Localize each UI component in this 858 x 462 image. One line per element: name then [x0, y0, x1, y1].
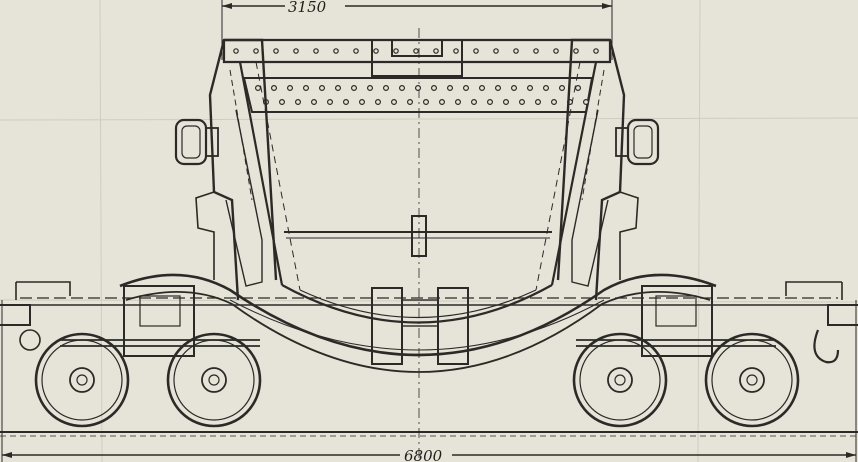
rivet — [313, 48, 319, 54]
rivet — [453, 48, 459, 54]
rivet — [511, 84, 518, 91]
rivet — [447, 84, 454, 91]
rivet — [433, 48, 439, 54]
rivet — [287, 84, 294, 91]
rivet — [573, 48, 579, 54]
wheel — [166, 332, 262, 428]
rivet — [319, 84, 326, 91]
rivet — [518, 98, 525, 105]
rivet — [255, 84, 262, 91]
rivet — [534, 98, 541, 105]
rivet — [335, 84, 342, 91]
rivet — [495, 84, 502, 91]
rivet — [593, 48, 599, 54]
underframe-girder — [20, 273, 838, 373]
rivet — [439, 98, 446, 105]
left-trunnion — [174, 118, 219, 166]
rivet — [373, 48, 379, 54]
rivet — [473, 48, 479, 54]
rivet — [399, 84, 406, 91]
left-coupler — [0, 281, 71, 351]
bottom-dimension: 6800 — [1, 300, 857, 462]
rivet — [513, 48, 519, 54]
rivet — [391, 98, 398, 105]
right-coupler — [785, 281, 858, 364]
rivet — [367, 84, 374, 91]
rivet — [463, 84, 470, 91]
rivet — [455, 98, 462, 105]
rivet — [487, 98, 494, 105]
wheel — [704, 332, 800, 428]
rivet — [343, 98, 350, 105]
top-dimension: 3150 — [221, 0, 613, 60]
ladle-body — [222, 28, 612, 462]
rivet — [327, 98, 334, 105]
rivet — [533, 48, 539, 54]
rivet — [359, 98, 366, 105]
rivet — [542, 84, 549, 91]
wheel — [34, 332, 130, 428]
left-bogie — [60, 285, 260, 357]
rivet — [233, 48, 239, 54]
rivet — [503, 98, 510, 105]
rivet — [253, 48, 259, 54]
rivet — [351, 84, 358, 91]
rivet — [333, 48, 339, 54]
rivet — [415, 84, 422, 91]
rivet — [407, 98, 414, 105]
rivet — [471, 98, 478, 105]
rivet — [271, 84, 278, 91]
rivet — [493, 48, 499, 54]
rivet — [295, 98, 302, 105]
rivet — [393, 48, 399, 54]
rivet — [558, 84, 565, 91]
rivet — [383, 84, 390, 91]
wheel-group — [34, 332, 800, 428]
rivet — [303, 84, 310, 91]
rivet — [431, 84, 438, 91]
rivet — [574, 84, 581, 91]
rivet — [553, 48, 559, 54]
rivet — [423, 98, 430, 105]
rivet — [413, 48, 419, 54]
center-bolster-plates — [371, 287, 469, 365]
rivet — [279, 98, 286, 105]
rivet — [353, 48, 359, 54]
wheel — [572, 332, 668, 428]
rivet — [526, 84, 533, 91]
right-bogie — [576, 285, 776, 357]
rivet — [293, 48, 299, 54]
left-support-frame — [195, 38, 278, 301]
rivet — [311, 98, 318, 105]
dimension-label-top: 3150 — [288, 0, 327, 16]
rivet — [273, 48, 279, 54]
right-trunnion — [615, 118, 660, 166]
rivet — [375, 98, 382, 105]
right-support-frame — [556, 38, 639, 301]
rivet — [479, 84, 486, 91]
rivet — [582, 98, 589, 105]
rail-line — [0, 431, 858, 437]
dimension-label-bottom: 6800 — [404, 447, 443, 462]
rivet — [550, 98, 557, 105]
